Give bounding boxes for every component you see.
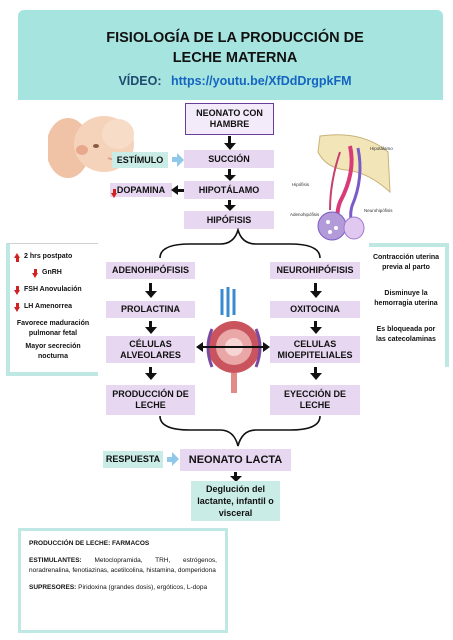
video-line: VÍDEO: https://youtu.be/XfDdDrgpkFM	[60, 74, 410, 88]
arrow-left-icon	[171, 185, 178, 195]
eyeccion-leche-box: EYECCIÓN DE LECHE	[270, 385, 360, 415]
list-item: Contracción uterina previa al parto	[371, 253, 441, 273]
list-item: Mayor secreción nocturna	[12, 342, 94, 362]
farmacos-box: PRODUCCIÓN DE LECHE: FARMACOS ESTIMULANT…	[18, 528, 228, 633]
hipotalamo-box: HIPOTÁLAMO	[184, 181, 274, 199]
label-neurohipofisis: Neurohipófisis	[364, 208, 393, 213]
video-link[interactable]: https://youtu.be/XfDdDrgpkFM	[171, 74, 352, 88]
oxitocina-box: OXITOCINA	[270, 301, 360, 318]
split-brace	[150, 228, 330, 262]
list-item: 2 hrs postpato	[14, 252, 72, 262]
list-item: LH Amenorrea	[14, 302, 72, 312]
red-down-arrow-icon	[111, 189, 117, 198]
red-down-arrow-icon	[14, 303, 20, 312]
adenohipofisis-box: ADENOHIPÓFISIS	[106, 262, 195, 279]
list-item-text: FSH Anovulación	[24, 285, 82, 295]
neonato-lacta-box: NEONATO LACTA	[180, 449, 291, 471]
estimulantes-label: ESTIMULANTES:	[29, 557, 82, 564]
prolactina-box: PROLACTINA	[106, 301, 195, 318]
celulas-alveolares-box: CÉLULAS ALVEOLARES	[106, 336, 195, 363]
arrow-stem	[177, 189, 184, 192]
list-item: GnRH	[32, 268, 62, 278]
arrow-down-icon	[145, 291, 157, 298]
page-title: FISIOLOGÍA DE LA PRODUCCIÓN DE LECHE MAT…	[90, 28, 380, 68]
list-item: Disminuye la hemorragia uterina	[371, 289, 441, 309]
hipofisis-box: HIPÓFISIS	[184, 211, 274, 229]
farmacos-title: PRODUCCIÓN DE LECHE: FARMACOS	[29, 539, 217, 549]
arrow-down-icon	[310, 373, 322, 380]
red-up-arrow-icon	[14, 253, 20, 262]
arrow-down-icon	[145, 373, 157, 380]
alveolus-image	[198, 285, 270, 395]
supresores-paragraph: SUPRESORES: Piridoxina (grandes dosis), …	[29, 583, 217, 593]
list-item: FSH Anovulación	[14, 285, 82, 295]
label-hipotalamo: Hipotálamo	[370, 146, 393, 151]
arrow-down-icon	[224, 143, 236, 150]
list-item: Favorece maduración pulmonar fetal	[12, 319, 94, 339]
label-hipofisis: Hipófisis	[292, 182, 310, 187]
neurohipofisis-box: NEUROHIPÓFISIS	[270, 262, 360, 279]
produccion-leche-box: PRODUCCIÓN DE LECHE	[106, 385, 195, 415]
prolactin-effects-panel: 2 hrs postpato GnRH FSH Anovulación LH A…	[6, 243, 98, 376]
label-adenohipofisis: Adenohipófisis	[290, 212, 320, 217]
supresores-text: Piridoxina (grandes dosis), ergóticos, L…	[78, 584, 207, 591]
arrow-right-icon	[263, 342, 270, 352]
supresores-label: SUPRESORES:	[29, 584, 76, 591]
breastfeeding-baby-image	[48, 104, 140, 180]
estimulantes-paragraph: ESTIMULANTES: Metoclopramida, TRH, estró…	[29, 556, 217, 576]
oxytocin-effects-panel: Contracción uterina previa al parto Dism…	[369, 243, 449, 367]
list-item-text: LH Amenorrea	[24, 302, 72, 312]
merge-brace	[150, 414, 330, 450]
list-item: Es bloqueada por las catecolaminas	[371, 325, 441, 345]
estimulo-box: ESTÍMULO	[112, 152, 168, 168]
video-label: VÍDEO:	[118, 74, 161, 88]
deglucion-box: Deglución del lactante, infantil o visce…	[191, 481, 280, 521]
dopamina-box: DOPAMINA	[110, 183, 172, 197]
neonato-hambre-box: NEONATO CON HAMBRE	[185, 103, 274, 135]
celulas-mioepiteliales-box: CELULAS MIOEPITELIALES	[270, 336, 360, 363]
arrow-right-icon	[177, 153, 184, 167]
list-item-text: 2 hrs postpato	[24, 252, 72, 262]
arrow-down-icon	[145, 327, 157, 334]
arrow-left-icon	[196, 342, 203, 352]
succion-box: SUCCIÓN	[184, 150, 274, 168]
respuesta-box: RESPUESTA	[103, 451, 163, 468]
red-down-arrow-icon	[32, 269, 38, 278]
list-item-text: GnRH	[42, 268, 62, 278]
arrow-right-icon	[172, 452, 179, 466]
arrow-down-icon	[310, 291, 322, 298]
arrow-down-icon	[310, 327, 322, 334]
arrow-stem	[236, 346, 264, 348]
red-down-arrow-icon	[14, 286, 20, 295]
